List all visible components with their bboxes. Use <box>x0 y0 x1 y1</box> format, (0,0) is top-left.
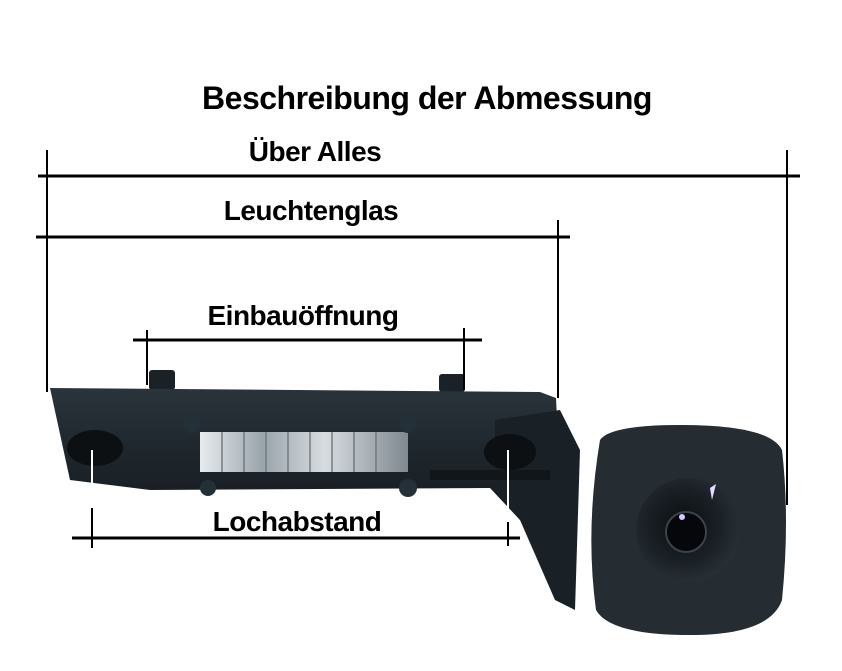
overall-dimension-label: Über Alles <box>248 136 382 167</box>
light-lens-glass <box>200 432 408 472</box>
mounting-opening-label: Einbauöffnung <box>207 300 399 331</box>
screw-hole-right <box>484 434 536 470</box>
diagram-title: Beschreibung der Abmessung <box>202 80 652 116</box>
mounting-clip-right <box>439 374 465 392</box>
dimension-lines <box>36 150 800 548</box>
lens-dimension-label: Leuchtenglas <box>223 195 399 226</box>
hole-spacing-label: Lochabstand <box>212 506 382 537</box>
mounting-clip-left <box>149 370 175 390</box>
camera-product-image <box>50 370 786 635</box>
screw-hole-left <box>67 430 123 466</box>
